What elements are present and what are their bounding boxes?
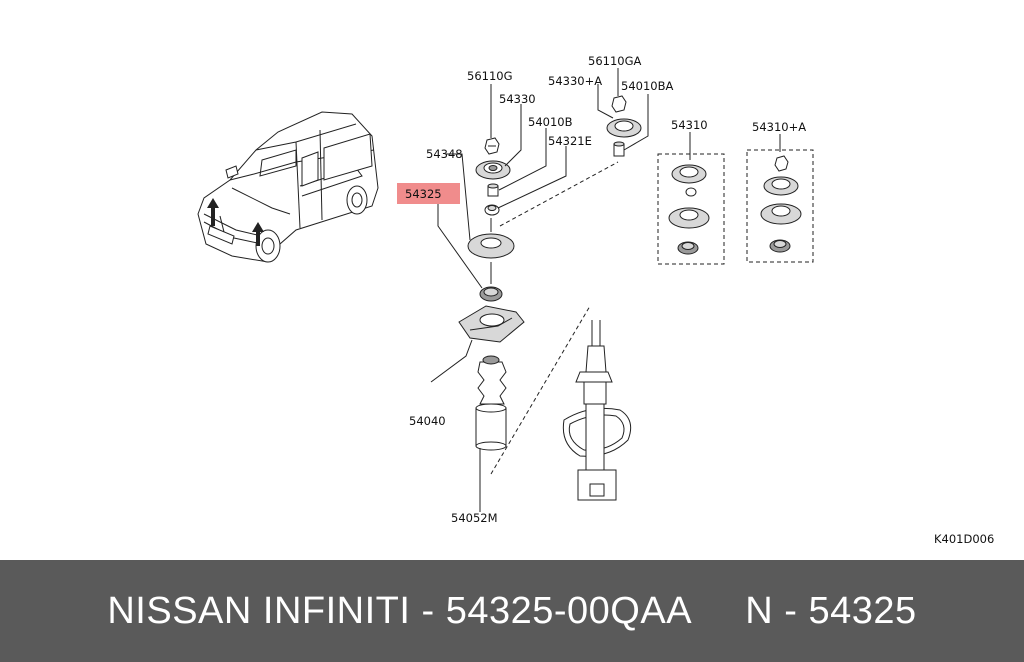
part-54040 (477, 361, 507, 405)
label-54010BA: 54010BA (621, 79, 673, 93)
center-parts-stack (458, 137, 525, 451)
label-54052M: 54052M (451, 511, 498, 525)
leader-lines (430, 68, 781, 512)
label-54010B: 54010B (528, 115, 573, 129)
strut-assembly (562, 320, 632, 501)
part-54052M (475, 407, 507, 447)
footer-bar: NISSAN INFINITI - 54325-00QAA N - 54325 (0, 560, 1024, 662)
footer-part-number: NISSAN INFINITI - 54325-00QAA N - 54325 (107, 590, 917, 632)
kit-54310A-box (746, 149, 814, 263)
diagram-canvas: 56110G 54330 54010B 54321E 54348 54325 5… (197, 54, 994, 546)
upper-right-parts (606, 95, 642, 157)
label-54310: 54310 (671, 118, 708, 132)
label-54348: 54348 (426, 147, 463, 161)
part-56110GA (611, 95, 627, 113)
label-54330: 54330 (499, 92, 536, 106)
parts-diagram: 56110G 54330 54010B 54321E 54348 54325 5… (197, 54, 995, 546)
label-56110G: 56110G (467, 69, 513, 83)
label-54330A: 54330+A (548, 74, 602, 88)
van-illustration (197, 111, 379, 263)
highlight-box (397, 183, 460, 204)
label-diagram-code: K401D006 (934, 532, 994, 546)
label-54310A: 54310+A (752, 120, 806, 134)
label-54040: 54040 (409, 414, 446, 428)
label-54321E: 54321E (548, 134, 592, 148)
label-54325: 54325 (405, 187, 442, 201)
kit-54310-box (657, 153, 725, 265)
label-56110GA: 56110GA (588, 54, 641, 68)
